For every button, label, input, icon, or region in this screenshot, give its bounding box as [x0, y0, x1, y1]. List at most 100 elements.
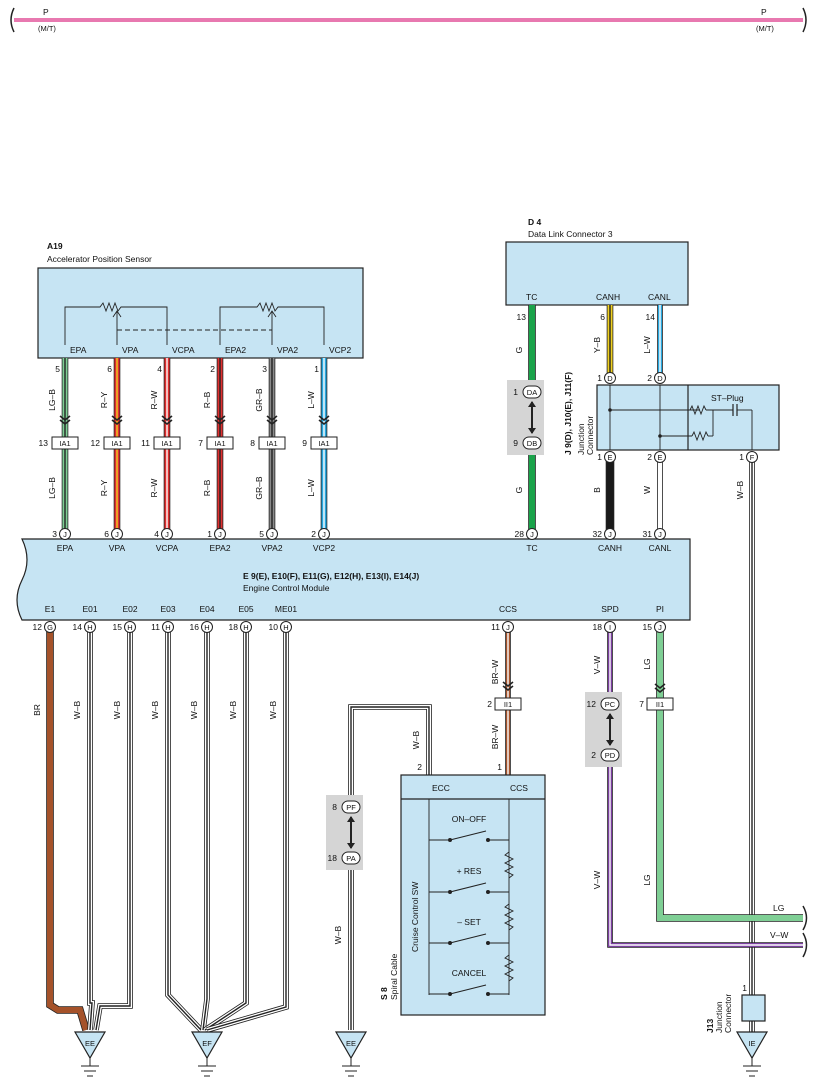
pi-ecm-label: PI [656, 604, 664, 614]
ground-wire-0-ecm-circle [44, 621, 56, 633]
sensor-wire-2-inline-pin: 11 [141, 438, 150, 448]
ground-wire-3-ecm-letter: H [165, 623, 170, 632]
canh-ecm-letter: J [608, 530, 612, 539]
sensor-wire-0-sensor-pin: 5 [55, 364, 60, 374]
sensor-wire-2-ecm-pin: 4 [154, 529, 159, 539]
sensor-wire-5-ecm-label: VCP2 [313, 543, 335, 553]
tc-dlc-pin: 13 [517, 312, 527, 322]
canl-ecm-letter: J [658, 530, 662, 539]
tc-ecm-circle [526, 528, 538, 540]
spd-lower-color: V–W [592, 871, 602, 889]
sensor-wire-2-sensor-pin: 4 [157, 364, 162, 374]
sensor-wire-0-ecm-letter: J [63, 530, 67, 539]
j13-code: J13 [705, 1019, 715, 1033]
sensor-wire-1-chevron [111, 415, 123, 426]
sensor-wire-0-ecm-circle [59, 528, 71, 540]
sensor-wire-2-inline-box [153, 436, 181, 450]
tc-joint-bottom-num: 9 [513, 438, 518, 448]
ground-wire-2-ecm-letter: H [127, 623, 132, 632]
d4-code: D 4 [528, 217, 542, 227]
tc-ecm-letter: J [530, 530, 534, 539]
tc-lower-color: G [514, 487, 524, 494]
spd-joint-top-letter: PC [605, 700, 616, 709]
ie-jc-circle [746, 451, 758, 463]
sensor-wire-2-ecm-letter: J [165, 530, 169, 539]
spd-upper-color: V–W [592, 656, 602, 674]
canh-dlc-pin: 6 [600, 312, 605, 322]
data-link-connector: D 4 Data Link Connector 3 TC CANH CANL [505, 217, 689, 306]
d4-pin-canl: CANL [648, 292, 671, 302]
ground-wire-4-ecm-label: E04 [199, 604, 214, 614]
spd-joint-top-num: 12 [587, 699, 597, 709]
pi-ecm-circle [654, 621, 666, 633]
cruise-resistor-2 [503, 954, 515, 982]
sensor-wire-4-chevron [266, 415, 278, 426]
sensor-wire-3-ecm-circle [214, 528, 226, 540]
sensor-wire-0-lower-color: LG–B [47, 477, 57, 499]
sensor-wire-3-inline-box [206, 436, 234, 450]
sensor-wire-2-ecm-label: VCPA [156, 543, 179, 553]
sensor-wire-0-ecm-pin: 3 [52, 529, 57, 539]
sensor-wire-3-ecm-pin: 1 [207, 529, 212, 539]
sensor-wire-2-ecm-circle [161, 528, 173, 540]
canl-jc-bot-pin: 2 [647, 452, 652, 462]
pi-inline-pin: 7 [639, 699, 644, 709]
canh-upper-color: Y–B [592, 337, 602, 353]
ground-wire-2-ecm-circle [124, 621, 136, 633]
tc-joint-top-pill [522, 385, 542, 399]
pi-wire-break [802, 905, 808, 931]
pi-ecm-letter: J [658, 623, 662, 632]
sensor-wire-3-inline-label: IA1 [214, 439, 225, 448]
ground-wire-4-ecm-circle [201, 621, 213, 633]
ground-2-symbol [342, 1058, 360, 1077]
top-wire-right-note: (M/T) [756, 24, 774, 33]
spd-wire-outline [607, 627, 803, 948]
sensor-wire-1-upper-color: R–Y [99, 391, 109, 408]
a19-pin-4: VPA2 [277, 345, 298, 355]
spd-ecm-circle [604, 621, 616, 633]
canh-jc-top-pin: 1 [597, 373, 602, 383]
ground-wire-3-ecm-circle [162, 621, 174, 633]
canh-jc-top-circle [604, 372, 616, 384]
ground-wire-3-ecm-pin: 11 [151, 622, 160, 632]
cruise-switch-label-1: + RES [457, 866, 482, 876]
sensor-wire-0-upper-color: LG–B [47, 389, 57, 411]
spd-ecm-letter: I [609, 623, 611, 632]
sensor-wire-0-chevron [59, 415, 71, 426]
ie-jc-letter: F [750, 453, 755, 462]
ground-wire-2-outline [93, 627, 133, 1031]
ground-wire-5-stripe [204, 627, 247, 1031]
sensor-wire-4-ecm-pin: 5 [259, 529, 264, 539]
ccs-upper-color: BR–W [490, 660, 500, 685]
j9-name-2: Connector [585, 416, 595, 455]
ground-wire-0 [47, 627, 89, 1031]
ground-3-label: IE [748, 1039, 755, 1048]
ccs-inline-box [494, 697, 522, 711]
ground-wire-6-stripe [206, 627, 287, 1031]
ground-0-label: EE [85, 1039, 95, 1048]
ground-wire-2-ecm-label: E02 [122, 604, 137, 614]
cruise-switch-blade-3 [449, 984, 487, 995]
sensor-wire-5-lower-color: L–W [306, 479, 316, 496]
junction-connector-j13: J13 Junction Connector [705, 994, 766, 1033]
ground-wire-4-color: W–B [189, 700, 199, 719]
ground-3-symbol [743, 1058, 761, 1077]
sensor-wire-3-sensor-pin: 2 [210, 364, 215, 374]
canl-jc-top-circle [654, 372, 666, 384]
ecc-joint-bottom-num: 18 [328, 853, 338, 863]
ground-wire-3-outline [165, 627, 204, 1032]
sensor-wire-2-upper-color: R–W [149, 391, 159, 410]
st-plug-label: ST–Plug [711, 393, 744, 403]
labels: 5IA113LG–BLG–BJ3EPA6IA112R–YR–YJ6VPA4IA1… [32, 312, 808, 993]
ccs-ecm-label: CCS [499, 604, 517, 614]
tc-ecm-pin: 28 [515, 529, 525, 539]
sensor-wire-5-ecm-letter: J [322, 530, 326, 539]
ccs-ecm-circle [502, 621, 514, 633]
sensor-wire-4-inline-label: IA1 [266, 439, 277, 448]
pi-wire-outline [656, 627, 803, 922]
ground-wire-5-ecm-circle [240, 621, 252, 633]
canl-ecm-label: CANL [649, 543, 672, 553]
